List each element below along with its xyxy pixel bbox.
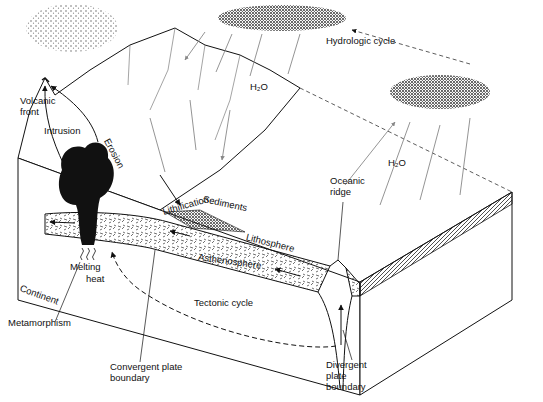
part-label: Convergent plate boundary [110, 362, 205, 384]
precipitation-arrows [185, 32, 300, 76]
part-label: Melting [70, 262, 101, 273]
plate-motion-arrow [170, 231, 190, 236]
part-label: Continent [18, 283, 60, 307]
part-label: H₂O [388, 158, 406, 169]
part-label: Erosion [101, 137, 126, 171]
evaporation-arrows [345, 118, 470, 205]
part-label: heat [86, 274, 105, 285]
part-label: Asthenosphere [197, 252, 262, 272]
leader-line [343, 330, 352, 360]
lithosphere-slab [346, 268, 360, 296]
volcano-crater [42, 78, 49, 82]
part-label: Lithification [161, 194, 210, 218]
crust-layer [360, 192, 512, 296]
part-label: Tectonic cycle [194, 298, 253, 309]
part-label: Oceanic ridge [330, 176, 374, 198]
cloud [390, 75, 490, 109]
plate-motion-arrow [275, 269, 300, 276]
cloud [218, 5, 346, 31]
eruption-dust [26, 4, 118, 52]
magma-intrusion [59, 143, 114, 245]
erosion-arrows [150, 100, 230, 172]
mountain-ridges [128, 28, 240, 140]
erosion-arrow [160, 175, 180, 205]
part-label: Intrusion [44, 126, 80, 137]
part-label: H₂O [250, 82, 268, 93]
right-face [360, 192, 512, 395]
heat-waves [81, 248, 96, 260]
part-label: Metamorphism [8, 318, 71, 329]
part-label: Hydrologic cycle [326, 36, 395, 47]
ridge-crest [330, 260, 346, 268]
tectonic-cycle-path [112, 252, 336, 347]
leader-line [140, 250, 155, 362]
leader-line [338, 202, 343, 260]
part-label: Divergent plate boundary [326, 360, 376, 393]
part-label: Lithosphere [245, 232, 296, 255]
part-label: Volcanic front [20, 96, 68, 118]
plate-motion-arrow [50, 222, 75, 223]
upwelling-arrow [341, 305, 342, 345]
